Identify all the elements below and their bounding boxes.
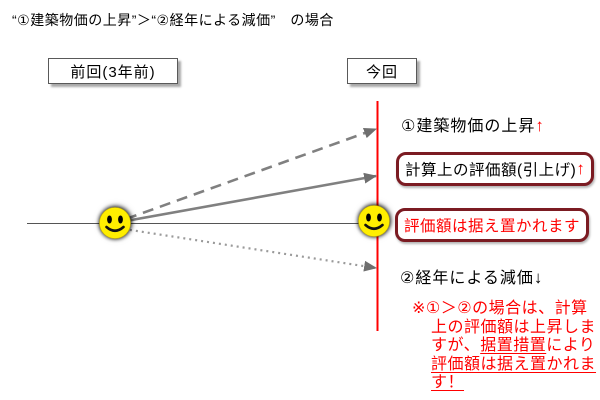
note-segment: 上の評価額は上昇しま (431, 318, 597, 336)
fixed-value-text: 評価額は据え置かれます (404, 218, 581, 235)
note-underlined-segment: 据置措置 (480, 337, 547, 354)
price-rise-label: ①建築物価の上昇↑ (401, 112, 545, 136)
calc-value-text: 計算上の評価額(引上げ) (405, 162, 577, 179)
note-underlined-segment: 評価額は据え置かれま (431, 355, 597, 373)
depreciation-label: ②経年による減価↓ (400, 264, 543, 288)
note-line: 評価額は据え置かれま (431, 356, 596, 375)
note-segment: ※①＞②の場合は、計算 (412, 300, 588, 317)
price-rise-arrow-dashed (125, 127, 378, 221)
note-segment: すが、 (431, 337, 481, 354)
note-text: ※①＞②の場合は、計算上の評価額は上昇しますが、据置措置により評価額は据え置かれ… (412, 300, 596, 393)
up-arrow-icon: ↑ (535, 116, 545, 135)
note-line: 上の評価額は上昇しま (431, 319, 596, 338)
current-period-label: 今回 (365, 63, 398, 81)
calc-value-arrow-solid (125, 172, 378, 223)
calc-value-box: 計算上の評価額(引上げ)↑ (396, 152, 595, 186)
depreciation-arrow-dotted (123, 227, 378, 272)
fixed-value-box: 評価額は据え置かれます (395, 208, 590, 242)
smiley-face-icon (358, 205, 390, 237)
diagram-title: “①建築物価の上昇”＞“②経年による減価” の場合 (12, 12, 334, 28)
note-underlined-segment: す！ (431, 374, 465, 391)
note-line: すが、据置措置により (431, 337, 596, 356)
note-line: ※①＞②の場合は、計算 (412, 300, 596, 319)
smiley-face-icon (99, 207, 131, 239)
note-segment: により (546, 337, 596, 354)
current-period-box: 今回 (347, 58, 417, 84)
down-arrow-icon: ↓ (533, 268, 544, 287)
price-rise-text: ①建築物価の上昇 (401, 118, 536, 135)
up-arrow-icon: ↑ (576, 159, 586, 178)
depreciation-text: ②経年による減価 (400, 270, 534, 287)
note-line: す！ (431, 374, 596, 393)
previous-period-box: 前回(3年前) (48, 58, 178, 84)
previous-period-label: 前回(3年前) (70, 63, 156, 81)
